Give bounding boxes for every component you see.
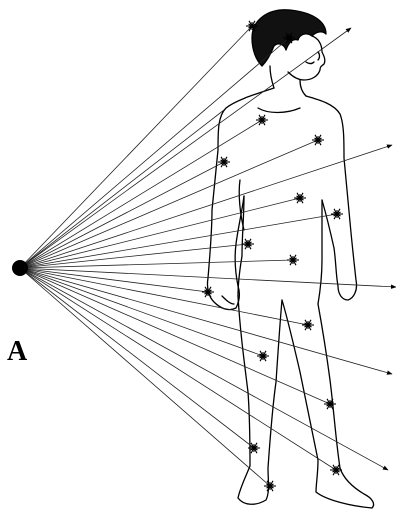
ray: [20, 38, 289, 268]
ray: [20, 198, 300, 268]
ray: [20, 268, 308, 325]
interaction-burst-icon: [302, 320, 314, 330]
interaction-burst-icon: [287, 255, 299, 265]
ray: [20, 140, 318, 268]
interaction-burst-icon: [242, 239, 254, 249]
interaction-burst-icon: [218, 157, 230, 167]
interaction-burst-icon: [202, 287, 214, 297]
interaction-burst-icon: [312, 135, 324, 145]
ray: [20, 268, 270, 486]
panel-label: A: [7, 338, 27, 366]
radiation-rays: [20, 26, 396, 486]
ray: [20, 162, 224, 268]
ray: [20, 268, 254, 448]
interaction-burst-icon: [257, 351, 269, 361]
ray: [20, 268, 330, 404]
ray: [20, 268, 263, 356]
point-source-icon: [12, 260, 28, 276]
interaction-burst-icon: [294, 193, 306, 203]
interaction-burst-icon: [324, 399, 336, 409]
ray: [20, 110, 224, 268]
exiting-ray: [20, 145, 392, 268]
exiting-ray: [20, 28, 351, 268]
ray: [20, 268, 336, 470]
exiting-ray: [20, 268, 388, 470]
interaction-burst-icon: [256, 115, 268, 125]
interaction-burst-icon: [331, 209, 343, 219]
